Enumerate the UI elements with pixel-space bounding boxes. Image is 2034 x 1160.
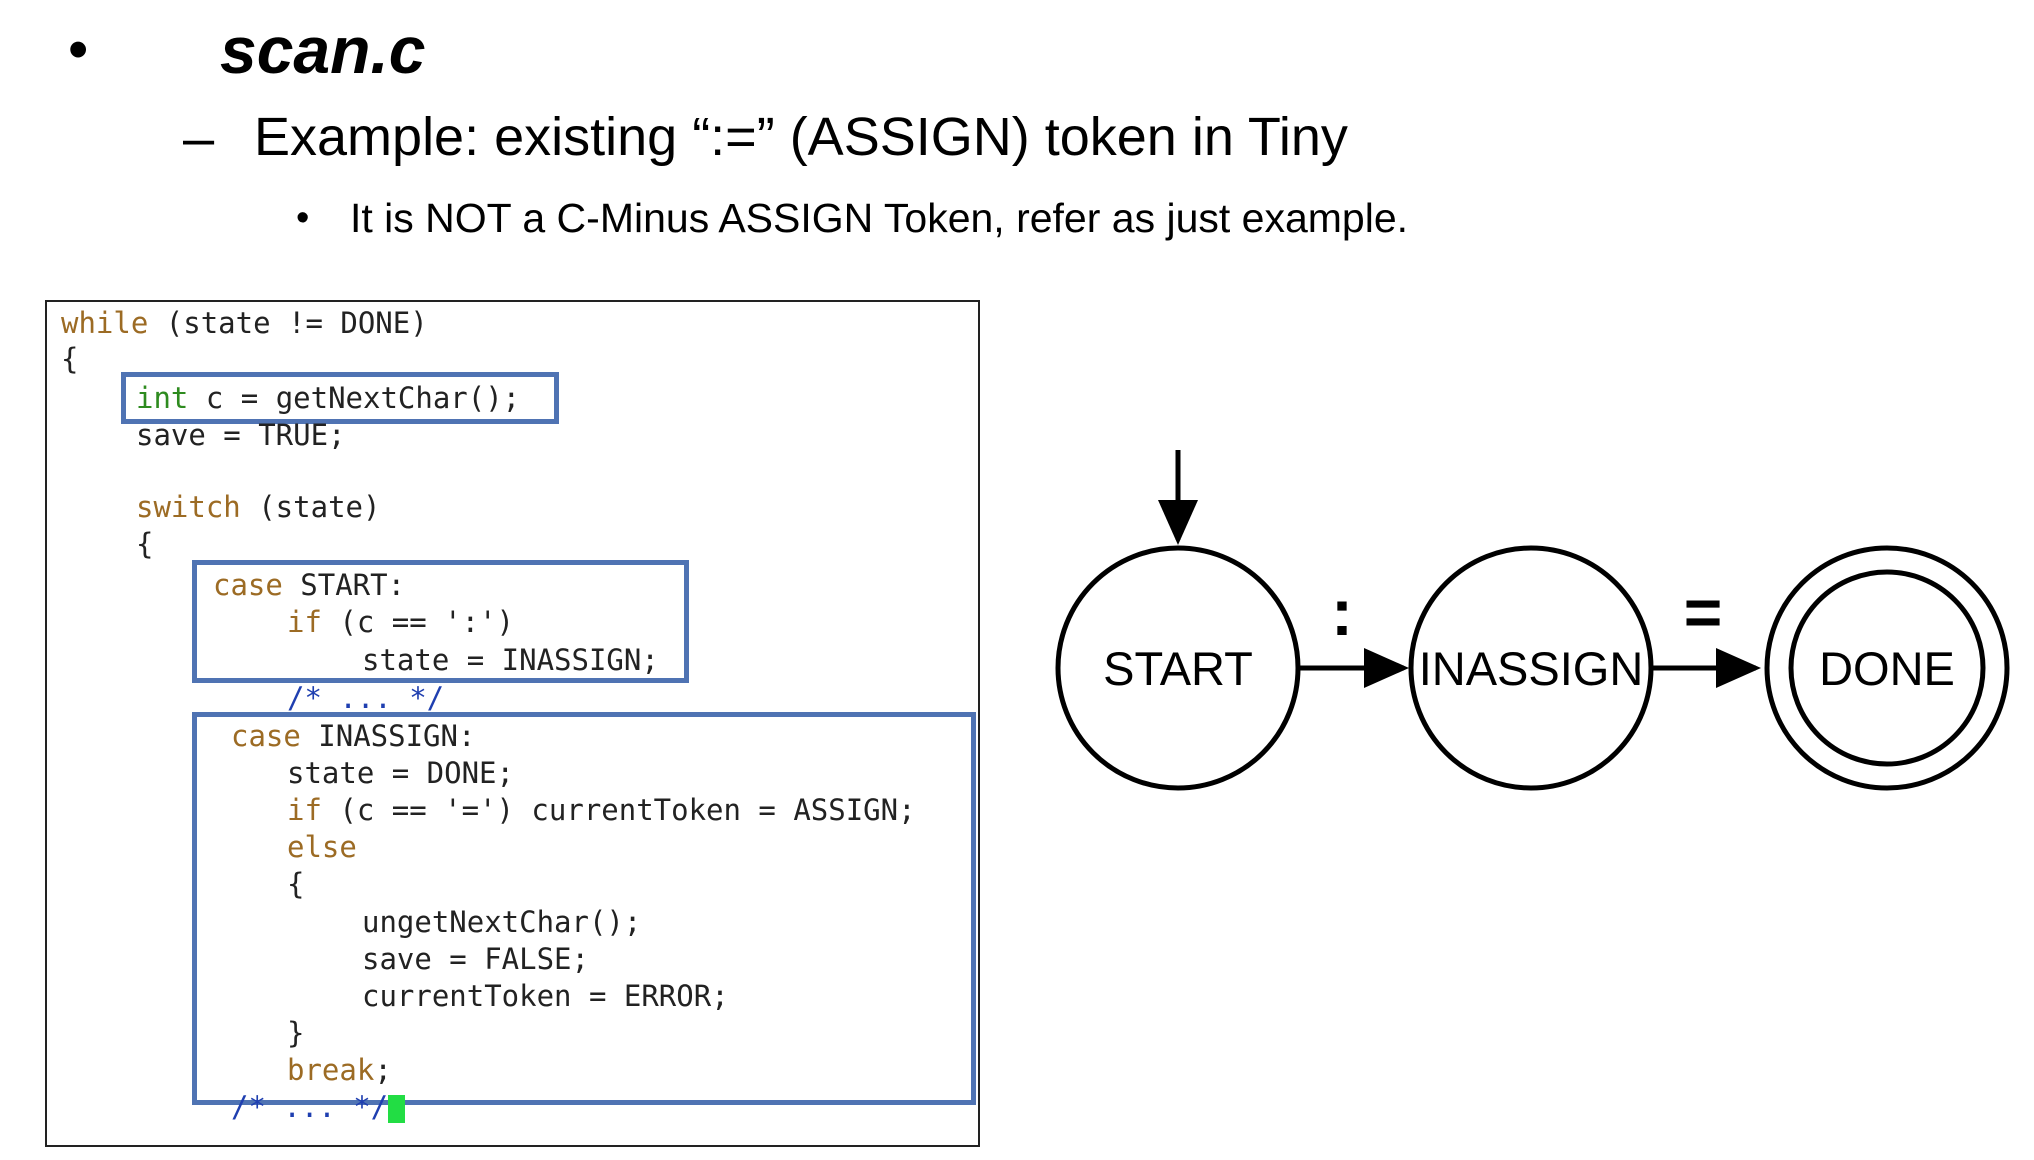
state-start-label: START bbox=[1103, 642, 1253, 695]
code-line-case-start: case START: bbox=[213, 568, 406, 602]
bullet-marker: • bbox=[296, 196, 310, 239]
code-line-open-brace: { bbox=[61, 342, 79, 376]
code-panel: while (state != DONE) { int c = getNextC… bbox=[45, 300, 980, 1147]
bullet-level-3: • It is NOT a C-Minus ASSIGN Token, refe… bbox=[296, 190, 1408, 246]
highlight-box-getnextchar bbox=[121, 372, 559, 424]
code-line-save-false: save = FALSE; bbox=[362, 942, 589, 976]
code-line-else-open-brace: { bbox=[287, 867, 305, 901]
code-line-state-done: state = DONE; bbox=[287, 756, 514, 790]
code-line-break: break; bbox=[287, 1053, 392, 1087]
transition-label-colon: : bbox=[1331, 575, 1353, 649]
code-line-switch: switch (state) bbox=[136, 490, 381, 524]
slide-title: scan.c bbox=[220, 13, 426, 87]
bullet-marker: – bbox=[183, 105, 215, 169]
state-inassign: INASSIGN bbox=[1408, 545, 1654, 791]
code-line-if-assign: if (c == '=') currentToken = ASSIGN; bbox=[287, 793, 916, 827]
state-done-label: DONE bbox=[1819, 642, 1955, 695]
code-line-ungetnextchar: ungetNextChar(); bbox=[362, 905, 642, 939]
code-line-else-close-brace: } bbox=[287, 1016, 305, 1050]
text-cursor bbox=[388, 1095, 406, 1123]
bullet-level-1: • scan.c bbox=[68, 8, 425, 92]
highlight-box-case-start bbox=[192, 560, 689, 683]
code-line-switch-brace: { bbox=[136, 527, 154, 561]
code-line-getnextchar: int c = getNextChar(); bbox=[136, 381, 521, 415]
code-line-current-token-error: currentToken = ERROR; bbox=[362, 979, 729, 1013]
code-line-state-inassign: state = INASSIGN; bbox=[362, 643, 659, 677]
bullet-text: It is NOT a C-Minus ASSIGN Token, refer … bbox=[350, 194, 1409, 241]
highlight-box-case-inassign bbox=[192, 712, 976, 1105]
dfa-diagram: START : INASSIGN = DONE bbox=[1055, 450, 2010, 791]
code-line-while: while (state != DONE) bbox=[61, 306, 428, 340]
code-line-comment: /* ... */ bbox=[287, 681, 445, 715]
bullet-marker: • bbox=[68, 17, 89, 82]
state-done: DONE bbox=[1764, 545, 2010, 791]
transition-label-equals: = bbox=[1684, 575, 1723, 649]
code-line-save-true: save = TRUE; bbox=[136, 418, 346, 452]
code-line-case-inassign: case INASSIGN: bbox=[231, 719, 476, 753]
bullet-level-2: – Example: existing “:=” (ASSIGN) token … bbox=[183, 104, 1348, 170]
state-start: START bbox=[1055, 545, 1301, 791]
code-line-trailing-comment: /* ... */ bbox=[231, 1090, 406, 1124]
state-inassign-label: INASSIGN bbox=[1419, 642, 1644, 695]
code-line-if-colon: if (c == ':') bbox=[287, 605, 514, 639]
code-line-else: else bbox=[287, 830, 357, 864]
bullet-text: Example: existing “:=” (ASSIGN) token in… bbox=[254, 107, 1348, 167]
